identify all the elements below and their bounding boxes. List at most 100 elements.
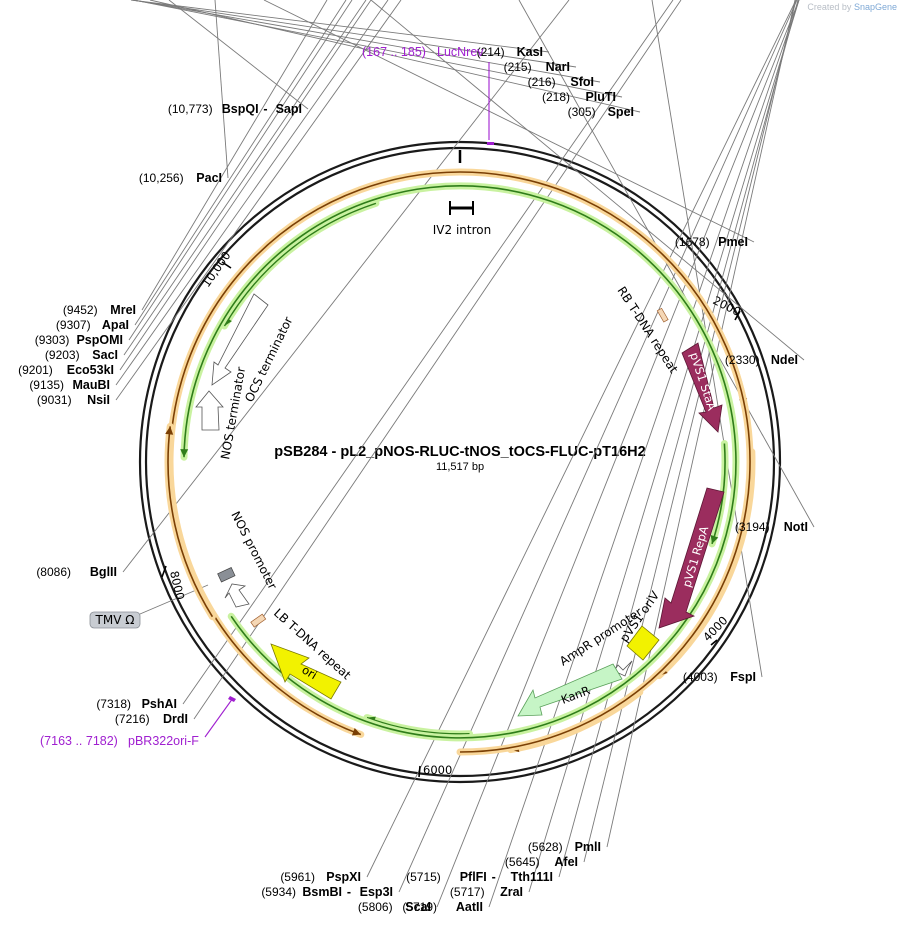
leader-line	[606, 0, 796, 848]
leader-line	[130, 0, 550, 53]
enzyme-site-aatii: AatII (5719)	[402, 900, 483, 914]
enzyme-position: (9031)	[37, 393, 72, 407]
enzyme-name: PflFI	[460, 870, 487, 884]
ocs-terminator-arrow	[211, 293, 269, 386]
primer-mark	[487, 142, 494, 145]
enzyme-position: (4003)	[683, 670, 718, 684]
nos-promoter-gray	[217, 567, 236, 583]
nos-terminator-label: NOS terminator	[218, 366, 248, 461]
enzyme-position: (9303)	[35, 333, 70, 347]
enzyme-name: PmeI	[718, 235, 748, 249]
enzyme-site-apai: ApaI(9307)	[56, 318, 129, 332]
enzyme-site-pspxi: PspXI(5961)	[280, 870, 361, 884]
enzyme-name: ZraI	[500, 885, 523, 899]
enzyme-site-pshai: PshAI (7318)	[96, 697, 177, 711]
enzyme-site-pflfi: Tth111I-PflFI(5715)	[406, 870, 553, 884]
enzyme-site-nsii: NsiI(9031)	[37, 393, 110, 407]
leader-line	[133, 0, 623, 98]
leader-line	[131, 0, 577, 68]
primer-name: pBR322ori-F	[128, 734, 199, 748]
primer-leader	[204, 697, 234, 738]
primer-lucnrev: (167 .. 185) LucNrev	[362, 45, 494, 145]
pvs1-staa-arrow	[681, 342, 723, 433]
enzyme-position: (215)	[504, 60, 532, 74]
enzyme-site-fspi: FspI(4003)	[683, 670, 756, 684]
enzyme-site-scai: ScaI(5806)	[358, 900, 431, 914]
tick-mark	[161, 565, 167, 578]
iv2-intron-label: IV2 intron	[433, 223, 491, 237]
enzyme-position: (9135)	[29, 378, 64, 392]
enzyme-site-kasi: KasI(214)	[477, 45, 543, 59]
enzyme-site-saci: SacI(9203)	[45, 348, 118, 362]
enzyme-position: (5645)	[505, 855, 540, 869]
enzyme-site-nari: NarI (215)	[504, 60, 570, 74]
enzyme-site-pmli: PmlI(5628)	[528, 840, 601, 854]
primer-name: LucNrev	[437, 45, 484, 59]
enzyme-position: (10,256)	[139, 171, 184, 185]
enzyme-position: (9203)	[45, 348, 80, 362]
enzyme-site-spei: SpeI(305)	[568, 105, 634, 119]
leader-line	[398, 0, 798, 893]
enzyme-position: (218)	[542, 90, 570, 104]
enzyme-site-sfoi: SfoI (216)	[528, 75, 594, 89]
primer-mark	[228, 696, 236, 702]
leader-line	[115, 0, 402, 401]
primer-range: (167 .. 185)	[362, 45, 426, 59]
plasmid-title: pSB284 - pL2_pNOS-RLUC-tNOS_tOCS-FLUC-pT…	[274, 444, 645, 460]
snapgene-watermark: Created by SnapGene	[807, 2, 897, 12]
enzyme-position: (9307)	[56, 318, 91, 332]
leader-line	[488, 0, 800, 908]
backbone-inner	[144, 146, 776, 778]
enzyme-position: (5934)	[261, 885, 296, 899]
nos-terminator-arrow	[195, 390, 224, 431]
enzyme-name: NotI	[784, 520, 808, 534]
ori-arrow	[270, 643, 342, 700]
orf-arc-orange	[164, 422, 216, 621]
enzyme-name-alt: Esp3I	[360, 885, 393, 899]
tick-mark	[221, 261, 232, 269]
pvs1-repa-arrow	[658, 487, 725, 629]
enzyme-name: AfeI	[554, 855, 578, 869]
enzyme-name: PspXI	[326, 870, 361, 884]
leader-line	[122, 0, 570, 573]
enzyme-dash: -	[263, 102, 267, 116]
enzyme-dash: -	[347, 885, 351, 899]
plasmid-size: 11,517 bp	[436, 461, 484, 473]
tmv-omega-badge	[89, 611, 141, 629]
enzyme-name: SfoI	[570, 75, 594, 89]
leader-line	[115, 0, 389, 386]
tmv-omega-label: TMV Ω	[95, 613, 135, 627]
enzyme-name: Eco53kI	[67, 363, 114, 377]
enzyme-site-maubi: MauBI (9135)	[29, 378, 110, 392]
enzyme-site-paci: PacI (10,256)	[139, 171, 222, 185]
enzyme-position: (10,773)	[168, 102, 213, 116]
enzyme-position: (7318)	[96, 697, 131, 711]
enzyme-name: PacI	[196, 171, 222, 185]
leader-line	[193, 0, 682, 720]
enzyme-site-eco53ki: Eco53kI (9201)	[18, 363, 114, 377]
enzyme-name: NdeI	[771, 353, 798, 367]
tick-mark	[418, 765, 421, 778]
nos-promoter-arrow	[224, 583, 250, 608]
enzyme-name: NarI	[546, 60, 570, 74]
enzyme-position: (216)	[528, 75, 556, 89]
leader-line	[134, 0, 347, 326]
enzyme-site-pluti: PluTI(218)	[542, 90, 616, 104]
enzyme-name: MauBI	[73, 378, 111, 392]
enzyme-site-noti: NotI(3194)	[735, 520, 808, 534]
leader-line	[128, 0, 353, 341]
enzyme-site-bsmbi: Esp3I-BsmBI(5934)	[261, 885, 393, 899]
tick-mark	[734, 310, 741, 321]
leader-line	[182, 0, 674, 705]
enzyme-position: (5719)	[402, 900, 437, 914]
enzyme-site-afei: AfeI (5645)	[505, 855, 578, 869]
iv2-intron-feature	[449, 201, 474, 215]
enzyme-site-pspomi: PspOMI(9303)	[35, 333, 123, 347]
enzyme-name: AatII	[456, 900, 483, 914]
enzyme-name: PshAI	[142, 697, 177, 711]
orf-arc-green	[180, 182, 740, 742]
rb-repeat-box	[656, 307, 669, 323]
enzyme-position: (9201)	[18, 363, 53, 377]
enzyme-site-zrai: ZraI(5717)	[450, 885, 523, 899]
